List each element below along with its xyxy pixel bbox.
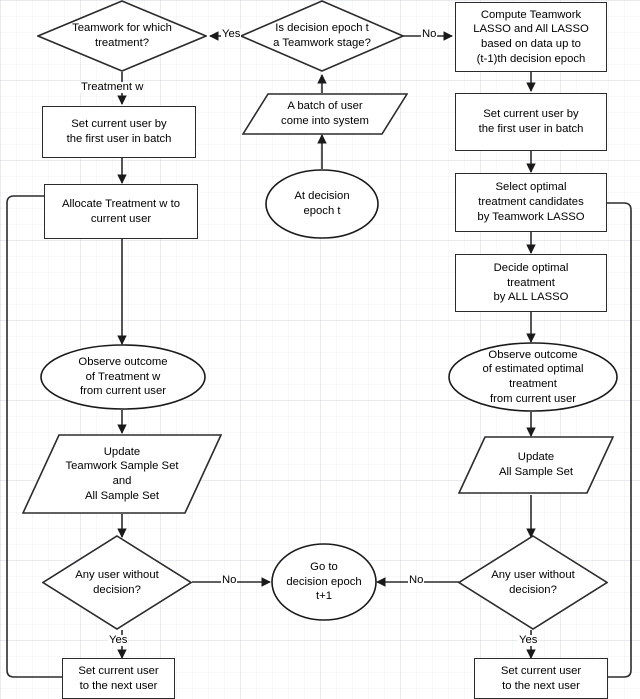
io-batch-of-user[interactable]: A batch of user come into system bbox=[242, 93, 408, 135]
process-compute-lasso-label: Compute Teamwork LASSO and All LASSO bas… bbox=[473, 8, 589, 65]
terminator-observe-outcome-left[interactable]: Observe outcome of Treatment w from curr… bbox=[40, 344, 206, 410]
terminator-observe-outcome-right[interactable]: Observe outcome of estimated optimal tre… bbox=[448, 342, 618, 412]
edge-label-yes-to-teamwork: Yes bbox=[221, 28, 242, 41]
io-update-sample-sets-left[interactable]: Update Teamwork Sample Set and All Sampl… bbox=[22, 434, 222, 514]
terminator-observe-outcome-right-label: Observe outcome of estimated optimal tre… bbox=[482, 348, 584, 405]
edge-label-treatment-w: Treatment w bbox=[80, 81, 145, 94]
process-decide-optimal-treatment[interactable]: Decide optimal treatment by ALL LASSO bbox=[455, 254, 607, 312]
process-set-current-user-left[interactable]: Set current user by the first user in ba… bbox=[42, 106, 196, 158]
process-allocate-treatment-label: Allocate Treatment w to current user bbox=[61, 197, 181, 225]
process-set-current-user-left-label: Set current user by the first user in ba… bbox=[66, 118, 172, 145]
edge-label-left-yes: Yes bbox=[108, 634, 129, 647]
decision-is-teamwork-stage-label: Is decision epoch t a Teamwork stage? bbox=[273, 22, 371, 49]
process-select-optimal-candidates[interactable]: Select optimal treatment candidates by T… bbox=[455, 173, 607, 232]
decision-any-user-left[interactable]: Any user without decision? bbox=[42, 535, 192, 630]
terminator-go-to-next-epoch-label: Go to decision epoch t+1 bbox=[286, 560, 362, 603]
edge-label-left-no: No bbox=[221, 574, 238, 587]
io-update-sample-set-right[interactable]: Update All Sample Set bbox=[458, 436, 614, 494]
decision-any-user-right-label: Any user without decision? bbox=[491, 568, 575, 596]
process-set-current-user-right[interactable]: Set current user by the first user in ba… bbox=[455, 93, 607, 151]
terminator-at-decision-epoch[interactable]: At decision epoch t bbox=[265, 169, 379, 239]
decision-any-user-right[interactable]: Any user without decision? bbox=[458, 535, 608, 630]
io-update-sample-sets-left-label: Update Teamwork Sample Set and All Sampl… bbox=[65, 445, 179, 502]
process-set-next-user-right[interactable]: Set current user to the next user bbox=[474, 658, 608, 699]
process-allocate-treatment[interactable]: Allocate Treatment w to current user bbox=[44, 184, 198, 239]
process-set-next-user-left[interactable]: Set current user to the next user bbox=[62, 658, 175, 699]
terminator-go-to-next-epoch[interactable]: Go to decision epoch t+1 bbox=[271, 543, 377, 621]
terminator-at-decision-epoch-label: At decision epoch t bbox=[294, 190, 350, 217]
process-set-next-user-left-label: Set current user to the next user bbox=[78, 664, 159, 692]
process-set-current-user-right-label: Set current user by the first user in ba… bbox=[478, 108, 584, 135]
edge-label-right-no: No bbox=[408, 574, 425, 587]
process-decide-optimal-treatment-label: Decide optimal treatment by ALL LASSO bbox=[493, 261, 569, 304]
terminator-observe-outcome-left-label: Observe outcome of Treatment w from curr… bbox=[78, 355, 168, 398]
process-set-next-user-right-label: Set current user to the next user bbox=[500, 664, 582, 692]
edge-label-no-to-compute: No bbox=[421, 28, 438, 41]
io-batch-of-user-label: A batch of user come into system bbox=[281, 100, 369, 127]
decision-teamwork-which-treatment[interactable]: Teamwork for which treatment? bbox=[37, 0, 207, 72]
io-update-sample-set-right-label: Update All Sample Set bbox=[498, 451, 574, 478]
process-compute-lasso[interactable]: Compute Teamwork LASSO and All LASSO bas… bbox=[455, 2, 607, 72]
process-select-optimal-candidates-label: Select optimal treatment candidates by T… bbox=[477, 181, 585, 223]
decision-is-teamwork-stage[interactable]: Is decision epoch t a Teamwork stage? bbox=[240, 0, 404, 72]
decision-teamwork-which-treatment-label: Teamwork for which treatment? bbox=[72, 22, 172, 49]
decision-any-user-left-label: Any user without decision? bbox=[75, 568, 159, 596]
edge-label-right-yes: Yes bbox=[518, 634, 539, 647]
